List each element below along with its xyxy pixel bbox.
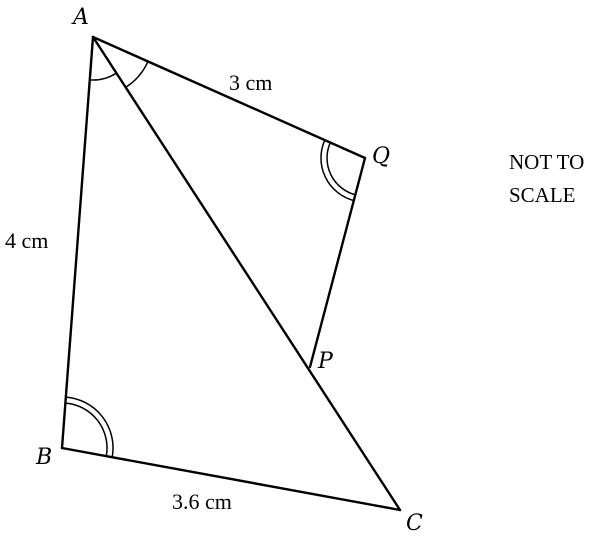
side-qp [308, 156, 367, 369]
angle-arc-a-qac [125, 61, 149, 88]
side-ab [60, 35, 95, 450]
vertex-label-a: A [71, 5, 89, 30]
angle-arc-a-bac [89, 72, 117, 81]
vertex-label-b: B [35, 445, 52, 470]
angle-arc-q-outer [320, 139, 355, 202]
not-to-scale-line-1: NOT TO [509, 150, 584, 174]
angle-arc-q-inner [326, 142, 356, 196]
side-ac [91, 35, 402, 512]
side-aq [91, 35, 367, 160]
vertex-label-p: P [317, 349, 334, 374]
not-to-scale-line-2: SCALE [509, 183, 576, 207]
angle-arc-b-outer [65, 396, 114, 458]
angle-arc-b-inner [65, 402, 108, 457]
length-label-bc: 3.6 cm [172, 489, 232, 514]
length-label-aq: 3 cm [229, 70, 272, 95]
length-label-ab: 4 cm [5, 228, 48, 253]
vertex-label-c: C [406, 511, 423, 536]
vertex-label-q: Q [372, 144, 390, 169]
side-bc [60, 446, 402, 512]
